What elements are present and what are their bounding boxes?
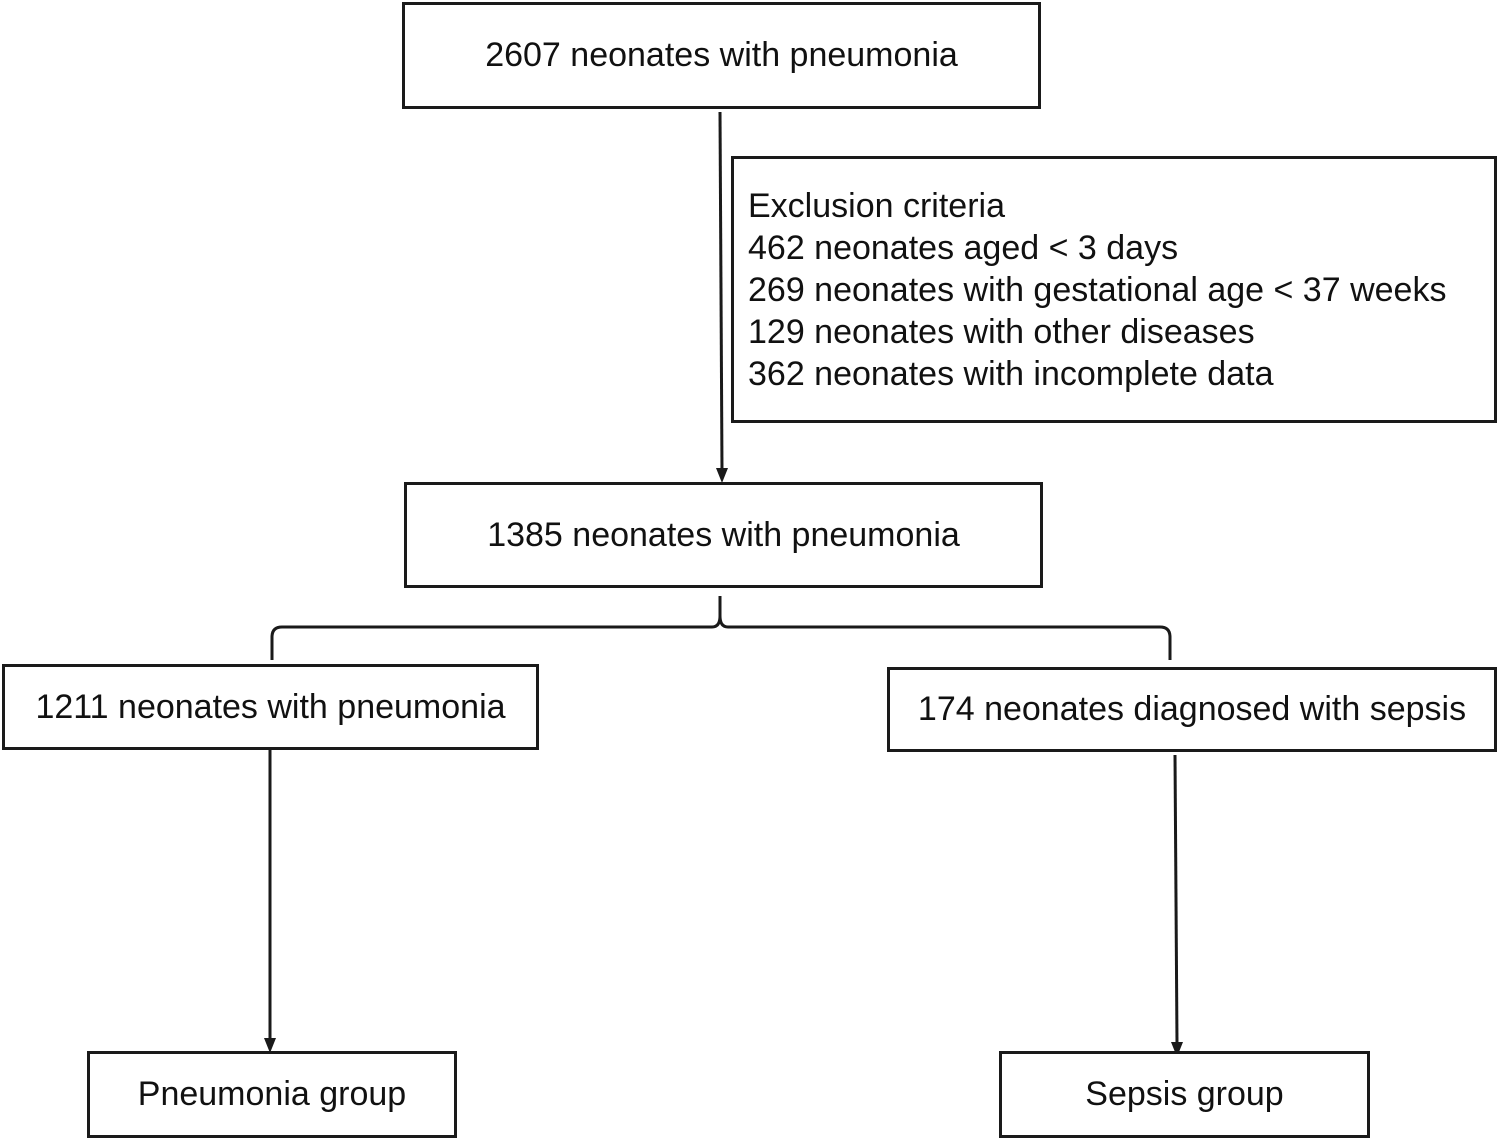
- arrowhead-right: [1171, 1042, 1183, 1057]
- exclusion-title: Exclusion criteria: [748, 187, 1005, 225]
- split-brace: [270, 596, 1172, 660]
- arrow-top-to-middle: [718, 111, 724, 471]
- left-box-label: 1211 neonates with pneumonia: [35, 687, 506, 726]
- sepsis-group-box: Sepsis group: [999, 1051, 1370, 1138]
- exclusion-item: 462 neonates aged < 3 days: [748, 229, 1179, 267]
- exclusion-item: 129 neonates with other diseases: [748, 313, 1255, 351]
- right-box-label: 174 neonates diagnosed with sepsis: [917, 690, 1467, 728]
- pneumonia-group-label: Pneumonia group: [137, 1075, 407, 1113]
- sepsis-group-label: Sepsis group: [1085, 1075, 1284, 1113]
- middle-box-label: 1385 neonates with pneumonia: [487, 515, 960, 554]
- right-box: 174 neonates diagnosed with sepsis: [887, 667, 1497, 752]
- middle-box: 1385 neonates with pneumonia: [404, 482, 1043, 588]
- arrow-right-to-sepsis-group: [1173, 754, 1179, 1045]
- exclusion-item: 269 neonates with gestational age < 37 w…: [748, 271, 1447, 309]
- exclusion-item: 362 neonates with incomplete data: [748, 355, 1274, 393]
- pneumonia-group-box: Pneumonia group: [87, 1051, 457, 1138]
- arrowhead-left: [264, 1038, 276, 1053]
- exclusion-criteria-box: Exclusion criteria 462 neonates aged < 3…: [731, 156, 1497, 423]
- top-box-label: 2607 neonates with pneumonia: [485, 36, 958, 74]
- left-box: 1211 neonates with pneumonia: [2, 664, 539, 750]
- top-box: 2607 neonates with pneumonia: [402, 2, 1041, 109]
- arrowhead-top-to-middle: [716, 468, 728, 483]
